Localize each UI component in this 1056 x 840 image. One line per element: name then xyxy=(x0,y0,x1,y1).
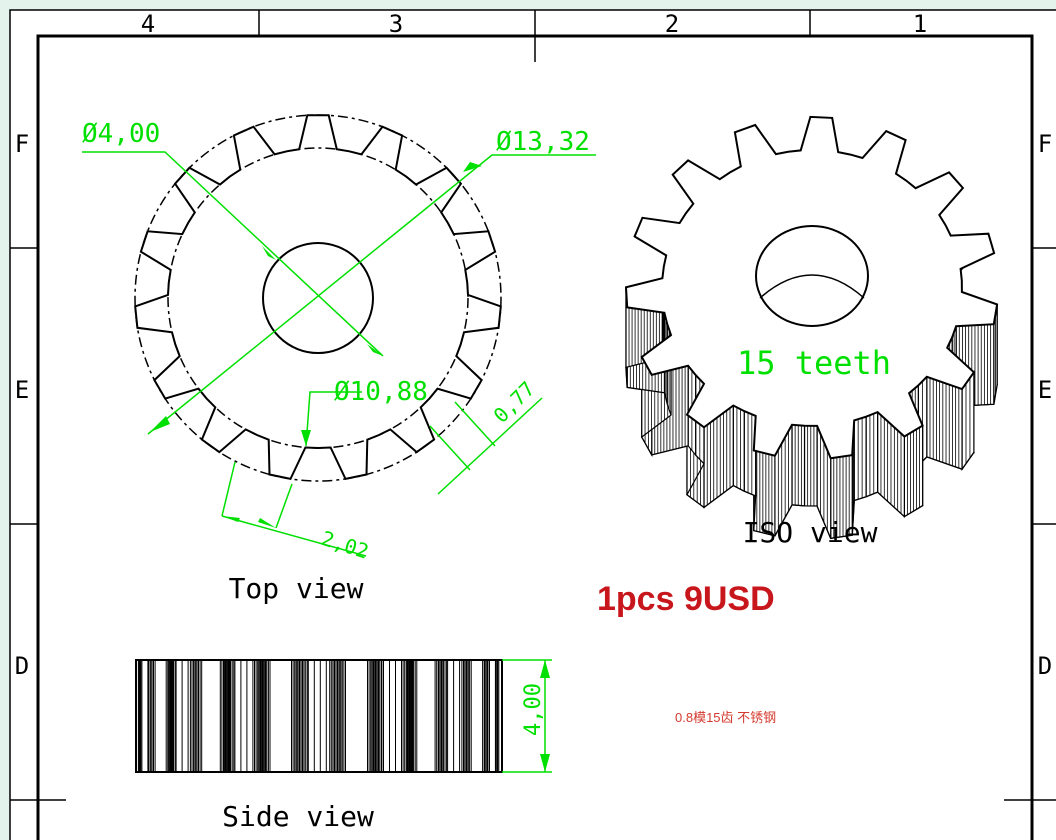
column-label-2: 2 xyxy=(665,10,679,38)
side-view-label: Side view xyxy=(222,800,374,833)
row-label-d-right: D xyxy=(1038,652,1052,680)
row-label-f-right: F xyxy=(1038,130,1052,158)
side-view-gear xyxy=(135,659,503,773)
side-width-label: 4,00 xyxy=(521,683,546,736)
bore-diameter-label: Ø4,00 xyxy=(82,119,160,149)
row-label-e-right: E xyxy=(1038,376,1052,404)
spec-label: 0.8模15齿 不锈钢 xyxy=(675,710,777,725)
top-view-dimensions xyxy=(82,151,596,557)
column-label-3: 3 xyxy=(389,10,403,38)
column-label-1: 1 xyxy=(913,10,927,38)
iso-wall-face xyxy=(743,410,757,497)
outer-diameter-label: Ø13,32 xyxy=(496,127,590,157)
pitch-diameter-label: Ø10,88 xyxy=(334,377,428,407)
price-label: 1pcs 9USD xyxy=(597,580,775,618)
iso-bore xyxy=(755,225,869,327)
top-view-label: Top view xyxy=(229,572,364,605)
iso-view-label: ISO view xyxy=(743,516,878,549)
iso-wall-face xyxy=(853,415,867,502)
iso-view-gear xyxy=(624,115,999,540)
iso-wall-face xyxy=(865,411,879,498)
bore-circle xyxy=(262,242,374,354)
dimension-arrows xyxy=(150,162,482,528)
row-label-d-left: D xyxy=(15,652,29,680)
side-view-dimensions xyxy=(502,659,552,773)
zone-ticks xyxy=(10,10,1056,801)
column-label-4: 4 xyxy=(141,10,155,38)
row-label-f-left: F xyxy=(15,130,29,158)
iso-wall-face xyxy=(926,375,963,470)
iso-bore-inner-edge xyxy=(759,274,865,299)
row-label-e-left: E xyxy=(15,376,29,404)
iso-gear-top-face xyxy=(624,115,999,460)
teeth-count-label: 15 teeth xyxy=(737,344,891,382)
top-view-gear xyxy=(134,114,502,482)
side-view-tooth-lines xyxy=(135,660,503,772)
iso-wall-face xyxy=(732,404,745,493)
gear-tooth-profile xyxy=(134,114,502,481)
